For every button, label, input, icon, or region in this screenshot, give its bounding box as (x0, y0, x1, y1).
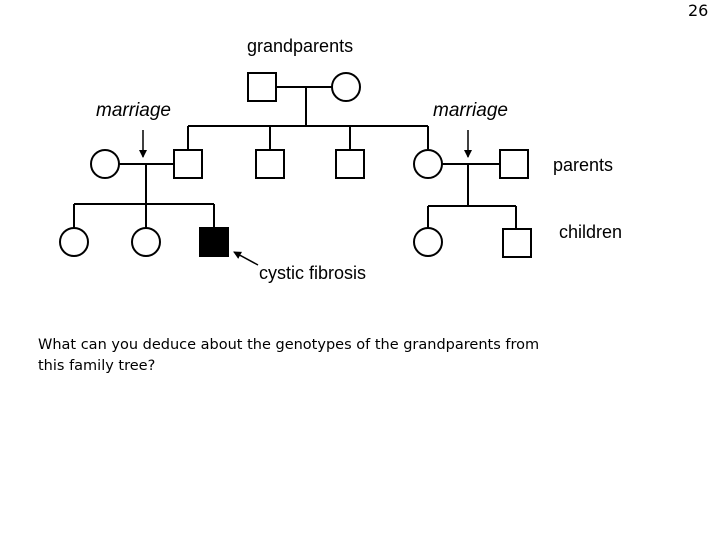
label-children: children (559, 222, 623, 242)
parent-male-1 (173, 149, 203, 179)
child-female-2 (131, 227, 161, 257)
label-parents: parents (553, 155, 614, 175)
child-male-affected (199, 227, 229, 257)
parents-generation (90, 149, 529, 179)
pedigree-lines (73, 86, 517, 229)
question-line-1: What can you deduce about the genotypes … (38, 337, 540, 353)
child-female-1 (59, 227, 89, 257)
children-generation (59, 227, 532, 258)
parent-male-married-in (499, 149, 529, 179)
label-marriage-left: marriage (96, 100, 171, 121)
page-number: 26 (688, 1, 709, 20)
child-male-2 (502, 228, 532, 258)
parent-male-3 (335, 149, 365, 179)
parent-female-daughter (413, 149, 443, 179)
grandmother-female-symbol (331, 72, 361, 102)
label-marriage-right: marriage (433, 100, 508, 121)
annotation-arrows (139, 130, 472, 266)
question-line-2: this family tree? (38, 358, 156, 374)
question-text: What can you deduce about the genotypes … (38, 335, 539, 377)
grandfather-male-symbol (247, 72, 277, 102)
grandparents-generation (247, 72, 361, 102)
label-grandparents: grandparents (247, 36, 354, 56)
label-cystic-fibrosis: cystic fibrosis (259, 263, 367, 283)
child-female-3 (413, 227, 443, 257)
parent-female-married-in (90, 149, 120, 179)
parent-male-2 (255, 149, 285, 179)
cystic-fibrosis-arrow (233, 251, 259, 266)
